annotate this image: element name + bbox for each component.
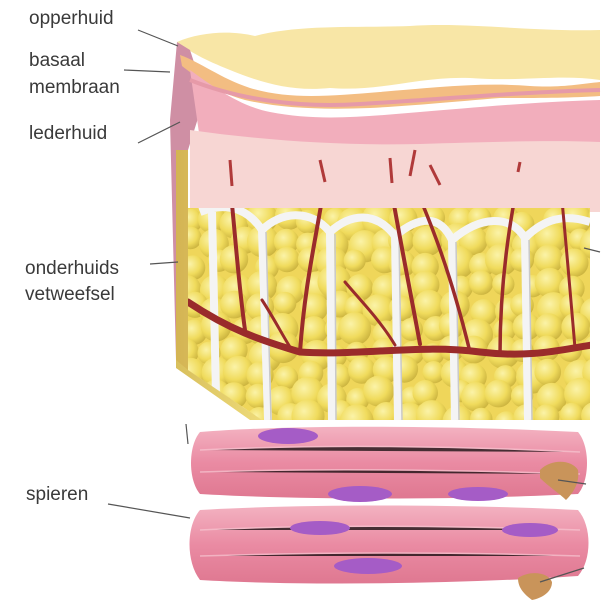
fat-cell bbox=[560, 249, 588, 277]
label-lederhuid: lederhuid bbox=[29, 123, 107, 145]
fat-cell bbox=[363, 376, 394, 407]
label-membraan: membraan bbox=[29, 77, 120, 99]
fat-cell bbox=[534, 404, 559, 429]
fat-cell bbox=[589, 318, 602, 341]
fat-cell bbox=[173, 385, 202, 414]
fat-cell bbox=[485, 380, 513, 408]
fat-cell bbox=[220, 245, 248, 273]
fat-cell bbox=[470, 408, 493, 431]
skin-block bbox=[170, 25, 602, 438]
fat-cell bbox=[338, 312, 371, 345]
fat-cell bbox=[274, 247, 299, 272]
fat-cell bbox=[274, 292, 297, 315]
fat-cell bbox=[560, 403, 584, 427]
fat-cell bbox=[344, 250, 366, 272]
fat-cell bbox=[469, 270, 493, 294]
muscle-fibers bbox=[190, 427, 589, 600]
epidermis-top-surface bbox=[177, 25, 600, 89]
fat-cell bbox=[591, 274, 602, 301]
fat-cell bbox=[590, 251, 602, 278]
label-vetweefsel: vetweefsel bbox=[25, 284, 115, 306]
label-onderhuids: onderhuids bbox=[25, 258, 119, 280]
muscle-fiber-upper bbox=[191, 427, 587, 499]
label-spieren: spieren bbox=[26, 484, 88, 506]
tendon-lower bbox=[518, 573, 552, 600]
fat-cell bbox=[590, 387, 602, 409]
label-basaal: basaal bbox=[29, 50, 85, 72]
label-opperhuid: opperhuid bbox=[29, 8, 114, 30]
fat-cell bbox=[414, 290, 445, 321]
fat-cell bbox=[416, 400, 448, 432]
fat-cell bbox=[534, 359, 561, 386]
subcutaneous-fat-front bbox=[171, 170, 602, 438]
fat-cell bbox=[202, 403, 233, 434]
fat-cell bbox=[561, 313, 590, 342]
